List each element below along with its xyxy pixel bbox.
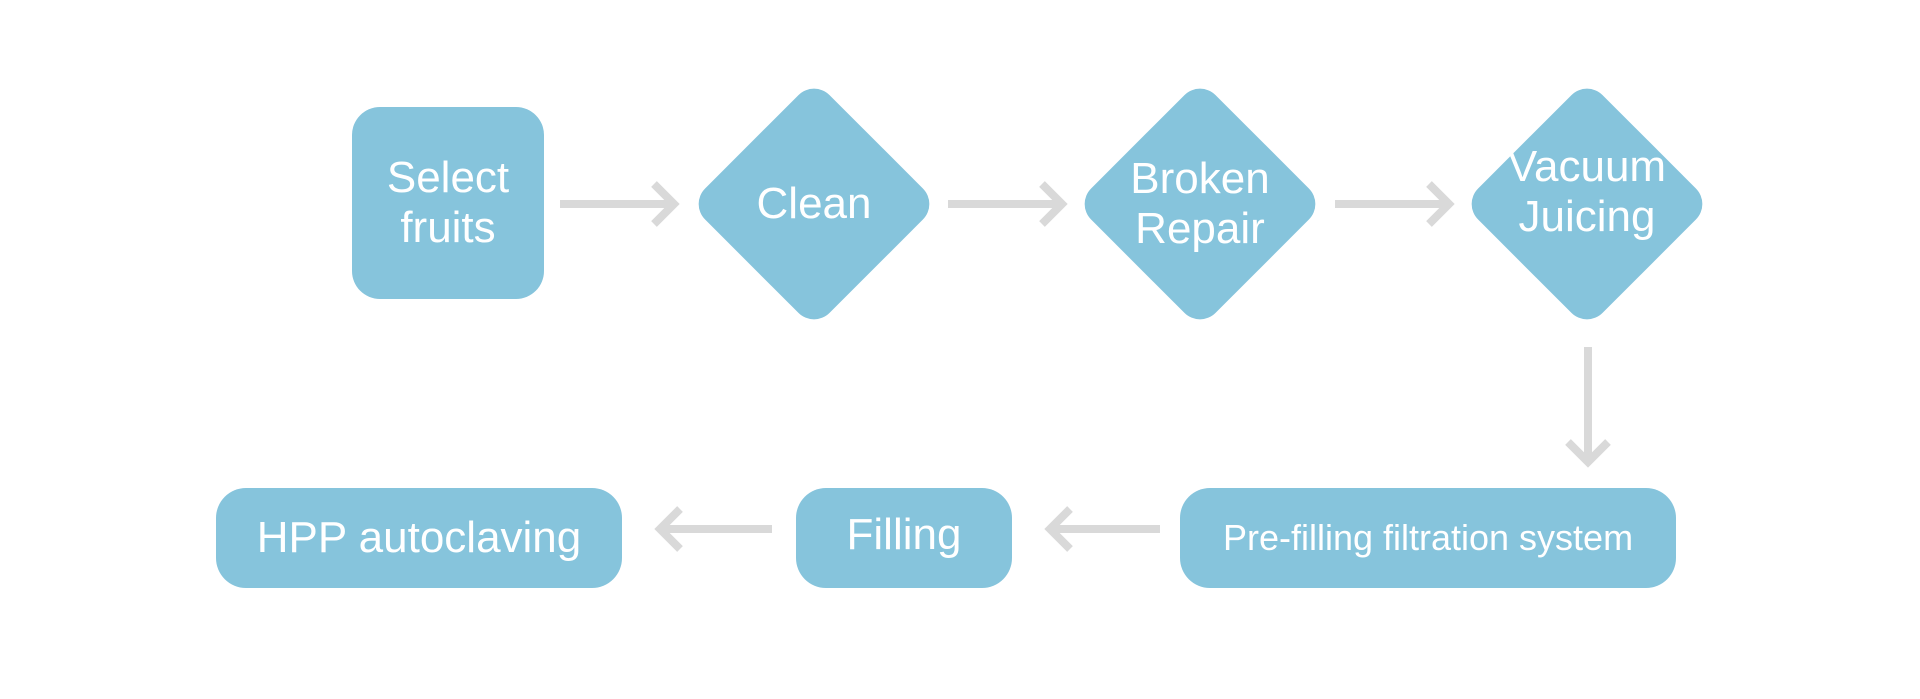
step-vacuum-juicing-line2: Juicing (1518, 192, 1656, 241)
arrow-vacuum-juicing-to-pre-filling (1565, 347, 1611, 468)
step-vacuum-juicing-line1: Vacuum (1507, 142, 1667, 191)
step-pre-filling-filtration: Pre-filling filtration system (1180, 488, 1676, 588)
arrow-filling-to-hpp (654, 506, 772, 552)
step-hpp-autoclaving-label: HPP autoclaving (256, 513, 582, 562)
arrow-pre-filling-to-filling (1044, 506, 1160, 552)
step-select-fruits-line2: fruits (400, 203, 496, 252)
step-clean: Clean (689, 79, 939, 329)
step-select-fruits-line1: Select (386, 153, 510, 202)
step-filling-label: Filling (846, 510, 962, 559)
step-select-fruits: Select fruits (352, 107, 544, 299)
step-clean-label: Clean (756, 179, 872, 228)
arrow-select-to-clean (560, 181, 680, 227)
step-pre-filling-filtration-label: Pre-filling filtration system (1222, 517, 1634, 558)
arrow-broken-repair-to-vacuum-juicing (1335, 181, 1455, 227)
step-hpp-autoclaving: HPP autoclaving (216, 488, 622, 588)
step-filling: Filling (796, 488, 1012, 588)
step-broken-repair: Broken Repair (1075, 79, 1325, 329)
step-vacuum-juicing: Vacuum Juicing (1462, 79, 1712, 329)
step-broken-repair-line1: Broken (1130, 154, 1270, 203)
arrow-clean-to-broken-repair (948, 181, 1068, 227)
step-broken-repair-line2: Repair (1135, 204, 1265, 253)
